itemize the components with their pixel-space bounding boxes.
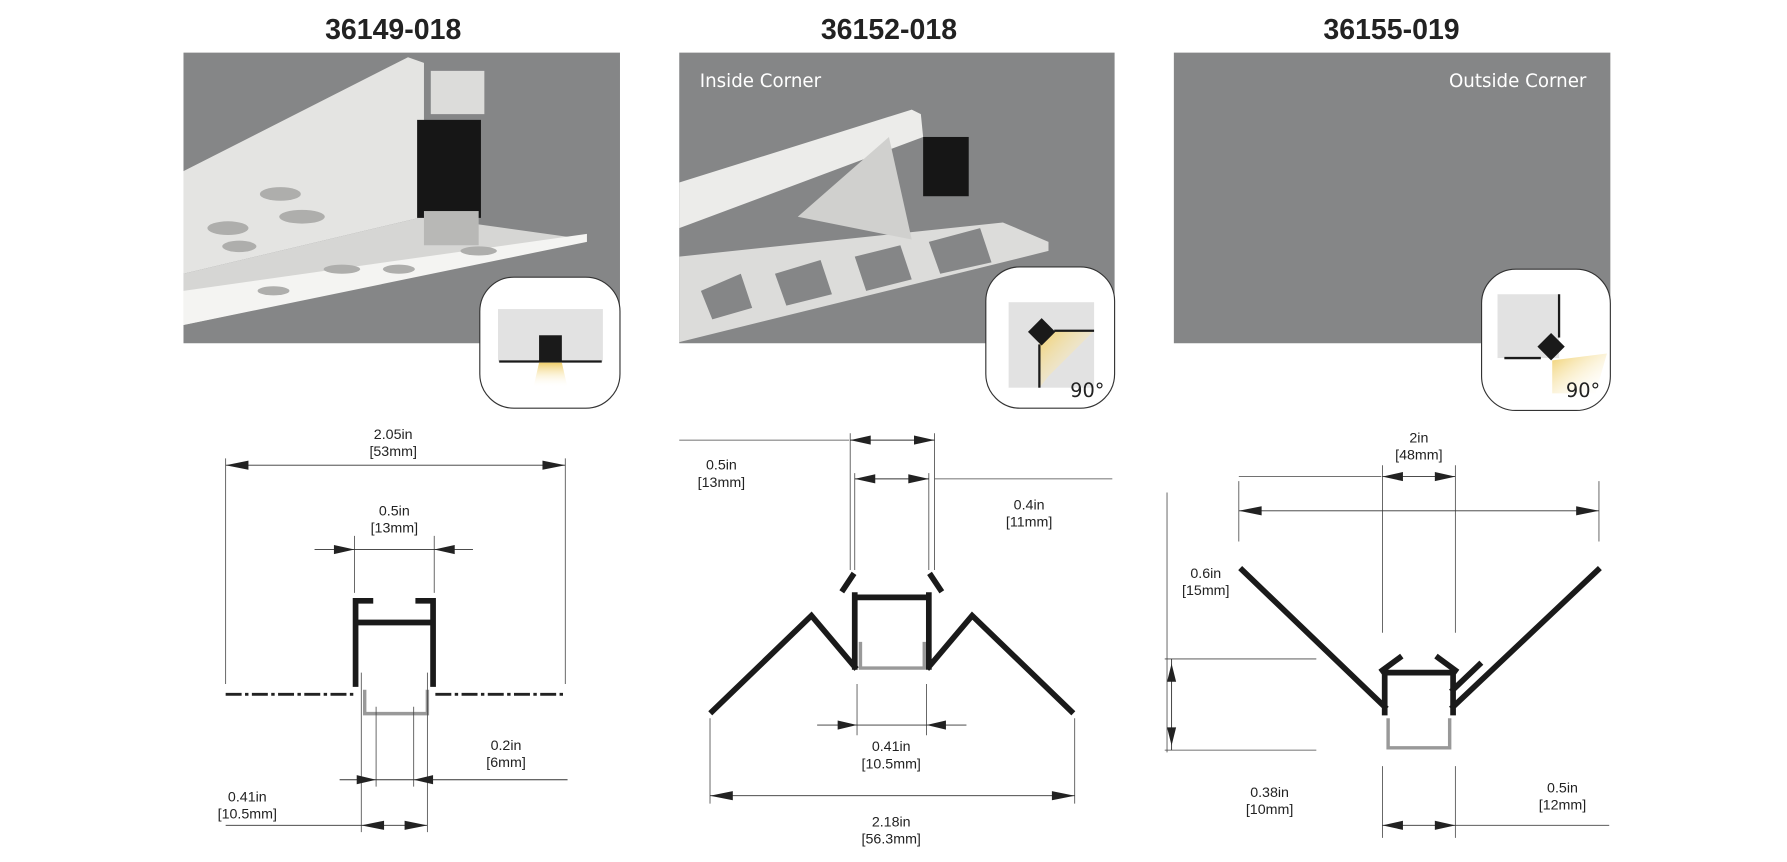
dim-inner-in: 0.4in (1014, 498, 1045, 514)
dim-height-mm: [15mm] (1182, 583, 1229, 599)
dim-inner-mm: [11mm] (1006, 515, 1052, 531)
dim-overall-mm: [56.3mm] (862, 832, 921, 848)
technical-drawing-1: 2.05in [53mm] 0.5in [13mm] 0.2in [6mm] 0… (218, 427, 568, 833)
product-title-2: 36152-018 (821, 14, 957, 46)
panel-label-inside-corner: Inside Corner (700, 71, 822, 92)
dim-top-mm: [13mm] (698, 475, 745, 491)
dim-overall-mm: [53mm] (369, 444, 416, 460)
dim-channel-mm: [10.5mm] (218, 806, 277, 822)
dim-overall-in: 2in (1409, 430, 1428, 446)
dim-overall-mm: [48mm] (1395, 447, 1442, 463)
dim-lens-mm: [6mm] (486, 755, 526, 771)
dim-height-in: 0.6in (1190, 566, 1221, 582)
dim-channel-mm: [10.5mm] (862, 756, 921, 772)
light-diagram-inset-3 (1480, 268, 1611, 412)
dim-channel-in: 0.41in (228, 789, 267, 805)
dim-top-in: 0.5in (706, 458, 737, 474)
dim-top-in: 0.5in (379, 503, 410, 519)
dim-channel-mm: [10mm] (1246, 802, 1293, 818)
dim-overall-in: 2.05in (374, 427, 413, 443)
angle-label-inside: 90° (1070, 379, 1104, 402)
product-title-1: 36149-018 (325, 14, 461, 46)
light-diagram-inset-2 (985, 266, 1116, 409)
product-image-1 (183, 52, 620, 344)
angle-label-outside: 90° (1566, 379, 1600, 402)
dim-outer-mm: [12mm] (1539, 797, 1586, 813)
dim-channel-in: 0.38in (1250, 785, 1289, 801)
dim-top-mm: [13mm] (371, 520, 418, 536)
dim-channel-in: 0.41in (872, 739, 911, 755)
panel-label-outside-corner: Outside Corner (1449, 71, 1587, 92)
light-diagram-inset-1 (479, 276, 621, 409)
product-title-3: 36155-019 (1323, 14, 1459, 46)
dim-lens-in: 0.2in (491, 738, 522, 754)
technical-drawing-3: 2in [48mm] 0.6in [15mm] 0.38in [10mm] 0.… (1164, 430, 1610, 838)
dim-outer-in: 0.5in (1547, 780, 1578, 796)
technical-drawing-2: 0.5in [13mm] 0.4in [11mm] 0.41in [10.5mm… (679, 433, 1113, 848)
dim-overall-in: 2.18in (872, 814, 911, 830)
